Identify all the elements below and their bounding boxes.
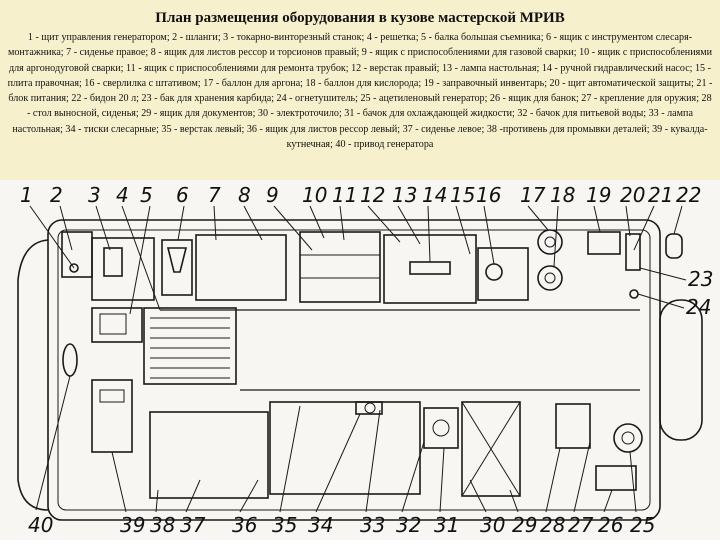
vise-screw <box>364 402 376 414</box>
caption-box: План размещения оборудования в кузове ма… <box>0 0 720 180</box>
callout-8: 8 <box>238 183 251 207</box>
van-body-outline <box>47 219 661 521</box>
right-seat <box>195 234 287 301</box>
drill-chuck <box>485 263 503 281</box>
jar-box <box>595 465 637 491</box>
callout-21: 21 <box>648 183 673 207</box>
callout-6: 6 <box>176 183 189 207</box>
callout-10: 10 <box>302 183 327 207</box>
callout-13: 13 <box>392 183 417 207</box>
lathe-box <box>91 237 155 301</box>
tool-box-inner <box>166 247 188 273</box>
callout-9: 9 <box>266 183 279 207</box>
left-seat <box>149 411 269 499</box>
acetylene-valve <box>621 431 635 445</box>
drill-stand <box>477 247 529 301</box>
callout-26: 26 <box>598 513 623 537</box>
hose-reel <box>62 343 78 377</box>
grinder-wheel <box>432 419 450 437</box>
tool-box <box>161 239 193 296</box>
callout-17: 17 <box>520 183 546 207</box>
callout-32: 32 <box>396 513 421 537</box>
callout-24: 24 <box>686 295 711 319</box>
diagram-title: План размещения оборудования в кузове ма… <box>155 10 565 26</box>
callout-4: 4 <box>116 183 129 207</box>
acetylene-generator <box>613 423 643 453</box>
callout-22: 22 <box>676 183 701 207</box>
hydraulic-pump <box>409 261 451 275</box>
press-plate <box>143 307 237 385</box>
callout-15: 15 <box>450 183 475 207</box>
panel-knob <box>69 263 79 273</box>
protection-panel <box>587 231 621 255</box>
callout-40: 40 <box>28 513 53 537</box>
power-block <box>625 233 641 271</box>
leader-lines <box>29 205 687 513</box>
callout-33: 33 <box>360 513 385 537</box>
left-bench <box>269 401 421 495</box>
press-plate-hatch <box>150 317 230 379</box>
callout-39: 39 <box>120 513 145 537</box>
lathe-head <box>103 247 123 277</box>
callout-7: 7 <box>208 183 221 207</box>
floor-plan-drawing: 1 2 3 4 5 6 7 8 9 10 11 12 13 14 15 16 1… <box>0 180 720 540</box>
vise <box>355 401 383 415</box>
grinder <box>423 407 459 449</box>
callout-36: 36 <box>232 513 257 537</box>
callout-3: 3 <box>88 183 101 207</box>
callout-16: 16 <box>476 183 501 207</box>
callout-28: 28 <box>540 513 565 537</box>
callout-20: 20 <box>620 183 645 207</box>
document-box-cross-2 <box>461 401 521 497</box>
callouts-bottom: 40 39 38 37 36 35 34 33 32 31 30 29 28 2… <box>28 513 655 537</box>
callout-34: 34 <box>308 513 333 537</box>
callout-35: 35 <box>272 513 297 537</box>
argon-valve <box>544 236 556 248</box>
callout-31: 31 <box>434 513 459 537</box>
argon-cylinder <box>537 229 563 255</box>
cab-end <box>17 239 49 511</box>
callout-29: 29 <box>512 513 537 537</box>
lamp-table <box>91 307 143 343</box>
weld-boxes <box>299 231 381 303</box>
callout-1: 1 <box>20 183 33 207</box>
oxygen-cylinder <box>537 265 563 291</box>
table-seats <box>555 403 591 449</box>
generator-drive <box>91 379 133 453</box>
callout-27: 27 <box>568 513 594 537</box>
drive-cap <box>99 389 125 403</box>
floor-plan-svg: 1 2 3 4 5 6 7 8 9 10 11 12 13 14 15 16 1… <box>17 183 713 537</box>
callout-2: 2 <box>50 183 63 207</box>
can-20l <box>665 233 683 259</box>
document-box <box>461 401 521 497</box>
callouts-top: 1 2 3 4 5 6 7 8 9 10 11 12 13 14 15 16 1… <box>20 183 701 207</box>
right-wheel <box>659 299 703 441</box>
equipment-legend: 1 - щит управления генератором; 2 - шлан… <box>7 32 713 151</box>
right-bench <box>383 234 477 304</box>
oxygen-valve <box>544 272 556 284</box>
callout-11: 11 <box>332 183 357 207</box>
callout-14: 14 <box>422 183 447 207</box>
lamp-base <box>99 313 127 335</box>
callout-12: 12 <box>360 183 385 207</box>
van-body-inner <box>57 229 651 511</box>
callout-5: 5 <box>140 183 153 207</box>
callout-18: 18 <box>550 183 575 207</box>
callout-25: 25 <box>630 513 655 537</box>
callout-30: 30 <box>480 513 505 537</box>
callouts-right: 23 24 <box>686 267 713 319</box>
extinguisher <box>629 289 639 299</box>
callout-38: 38 <box>150 513 175 537</box>
callout-23: 23 <box>688 267 713 291</box>
callout-37: 37 <box>180 513 206 537</box>
callout-19: 19 <box>586 183 611 207</box>
